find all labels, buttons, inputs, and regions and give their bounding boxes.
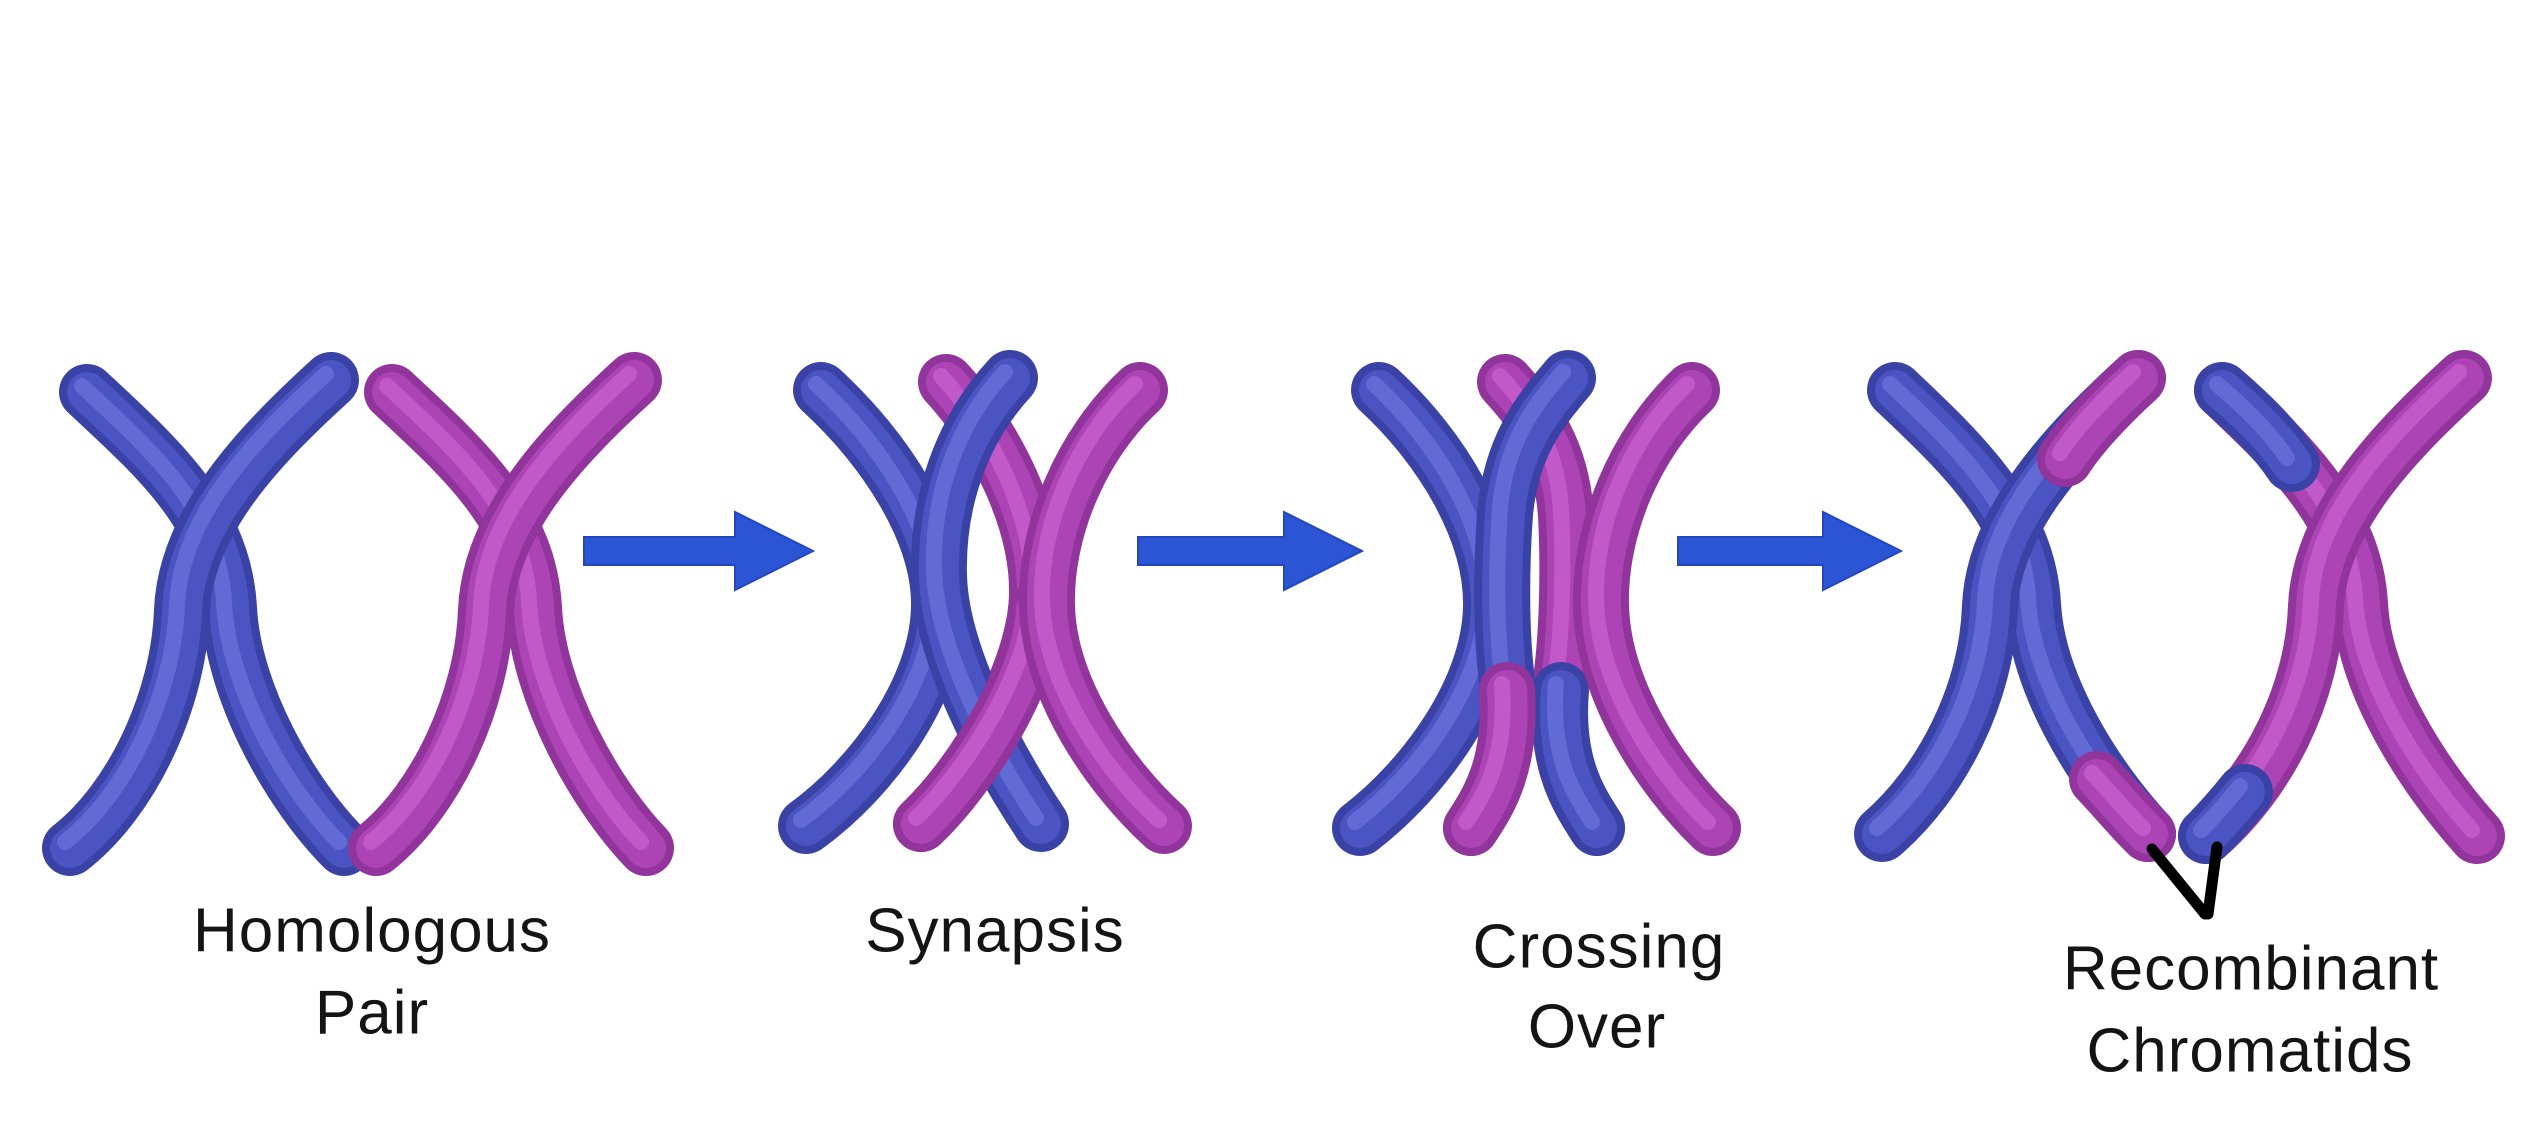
- magenta-outer-chromatid: [1018, 362, 1192, 854]
- right-arrow-icon-2: [1137, 510, 1365, 592]
- stage-label-homologous: Homologous: [193, 897, 551, 966]
- stage-homologous-pair: Homologous Pair: [42, 352, 674, 1048]
- blue-tip-top: [2194, 362, 2320, 492]
- magenta-chromosome-recombinant: [2178, 350, 2505, 864]
- magenta-exchanged-segment: [1443, 662, 1536, 856]
- stage-label-recombinant: Recombinant: [2063, 935, 2439, 1004]
- magenta-chromatid-left: [364, 364, 674, 876]
- blue-tip-bottom: [2178, 764, 2273, 864]
- magenta-chromatid-right: [348, 352, 662, 876]
- stage-synapsis: Synapsis: [778, 350, 1192, 966]
- blue-outer-chromatid: [1332, 362, 1520, 856]
- stage-label-crossing: Crossing: [1473, 913, 1726, 982]
- blue-chromatid-left: [59, 364, 372, 876]
- right-arrow-icon-1: [583, 510, 816, 592]
- stage-recombinant-chromatids: Recombinant Chromatids: [1854, 350, 2505, 1086]
- blue-exchanged-segment: [1532, 662, 1625, 856]
- stage-crossing-over: Crossing Over: [1332, 350, 1741, 1062]
- magenta-tip-bottom: [2069, 751, 2176, 862]
- magenta-chromosome: [348, 352, 674, 876]
- right-arrow-icon-3: [1677, 510, 1904, 592]
- stage-label-pair: Pair: [315, 979, 429, 1048]
- blue-chromosome-recombinant: [1854, 350, 2176, 862]
- stage-label-chromatids: Chromatids: [2087, 1017, 2414, 1086]
- magenta-outer-chromatid: [1572, 362, 1741, 856]
- blue-chromosome: [42, 352, 372, 876]
- stage-label-over: Over: [1528, 993, 1666, 1062]
- blue-chromatid-right: [42, 352, 359, 876]
- stage-label-synapsis: Synapsis: [865, 897, 1125, 966]
- magenta-tip-top: [2037, 350, 2166, 487]
- recombinant-pointer-lines: [2146, 841, 2223, 920]
